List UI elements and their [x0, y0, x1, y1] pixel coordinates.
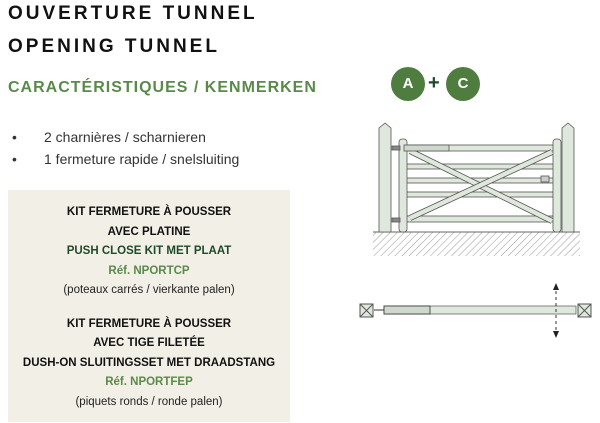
hinge-top — [391, 145, 401, 151]
hinge-bottom — [391, 217, 401, 223]
badge-a: A — [391, 67, 425, 101]
badge-c: C — [446, 67, 480, 101]
title-french: OUVERTURE TUNNEL — [8, 3, 258, 24]
kit2-line2: AVEC TIGE FILETÉE — [93, 337, 205, 349]
hinge-strap — [403, 144, 450, 152]
kit1-line2: AVEC PLATINE — [107, 225, 191, 238]
kit-info-panel: KIT FERMETURE À POUSSER AVEC PLATINE PUS… — [8, 190, 290, 422]
kit2-line1: KIT FERMETURE À POUSSER — [66, 317, 232, 330]
plus-sign: + — [428, 72, 440, 94]
latch-post — [561, 122, 575, 233]
latch — [540, 175, 550, 183]
bullet-item: • 1 fermeture rapide / snelsluiting — [12, 151, 239, 167]
kit1-line3: PUSH CLOSE KIT MET PLAAT — [66, 245, 232, 257]
section-subtitle: CARACTÉRISTIQUES / KENMERKEN — [8, 79, 317, 96]
kit1-note: (poteaux carrés / vierkante palen) — [63, 284, 235, 296]
kit2-ref: Réf. NPORTFEP — [105, 376, 193, 388]
bullet-dot: • — [12, 151, 17, 167]
kit2-note: (piquets ronds / ronde palen) — [75, 395, 223, 408]
bullet-dot: • — [12, 129, 17, 145]
bullet-text: 1 fermeture rapide / snelsluiting — [44, 151, 240, 167]
ground-hatch — [373, 232, 580, 256]
title-english: OPENING TUNNEL — [8, 36, 220, 57]
gate-head-stile — [552, 138, 562, 233]
gate-heel-stile — [398, 138, 408, 233]
hinge-post — [378, 122, 392, 233]
plan-view — [359, 283, 592, 338]
kit1-ref: Réf. NPORTCP — [108, 264, 190, 277]
bullet-item: • 2 charnières / scharnieren — [12, 129, 206, 145]
bullet-text: 2 charnières / scharnieren — [44, 129, 206, 145]
kit2-line3: DUSH-ON SLUITINGSSET MET DRAADSTANG — [22, 356, 276, 369]
kit1-line1: KIT FERMETURE À POUSSER — [66, 206, 232, 218]
